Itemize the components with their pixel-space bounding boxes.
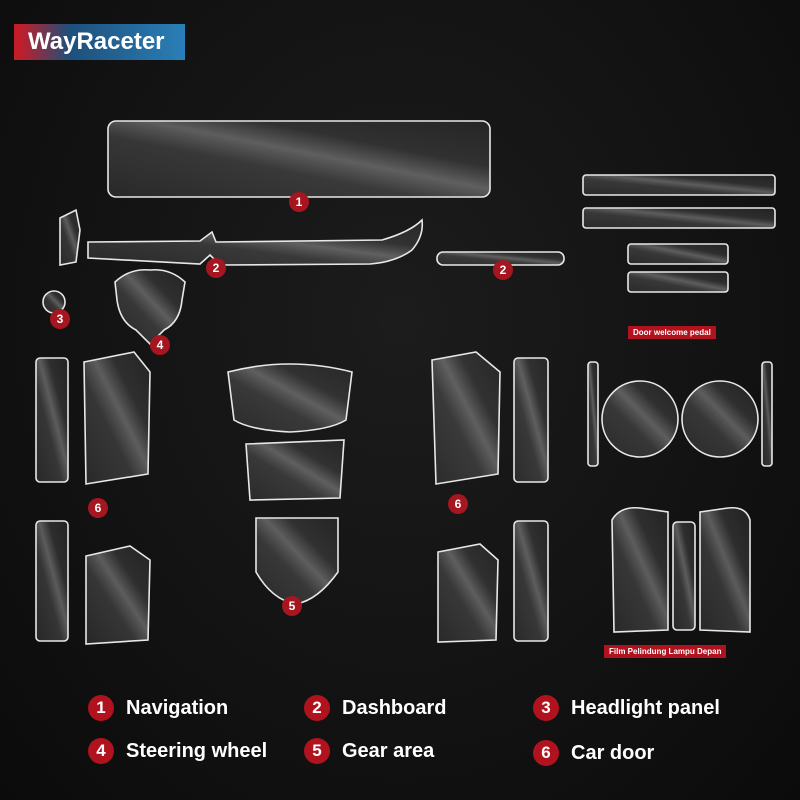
legend-num: 2 <box>304 695 330 721</box>
marker-headlight: 3 <box>50 309 70 329</box>
pedal-film-4 <box>627 271 729 293</box>
legend-num: 5 <box>304 738 330 764</box>
door-film-r2 <box>431 351 501 485</box>
legend-label: Car door <box>571 741 655 764</box>
round-film-bar-l <box>587 361 599 467</box>
door-pedal-tag: Door welcome pedal <box>628 326 716 339</box>
round-film-1 <box>601 380 679 458</box>
marker-door-left: 6 <box>88 498 108 518</box>
door-film-r4 <box>437 543 499 643</box>
round-film-bar-r <box>761 361 773 467</box>
legend-label: Dashboard <box>342 696 447 719</box>
brand-logo: WayRaceter <box>14 24 185 60</box>
steering-film <box>114 268 186 346</box>
pedal-film-3 <box>627 243 729 265</box>
headlight-film-mid <box>672 521 696 631</box>
door-film-l3 <box>35 520 69 642</box>
marker-door-right: 6 <box>448 494 468 514</box>
marker-steering: 4 <box>150 335 170 355</box>
legend-label: Headlight panel <box>571 696 720 719</box>
legend-num: 1 <box>88 695 114 721</box>
headlight-film-l <box>611 506 669 633</box>
door-film-l2 <box>83 351 151 485</box>
console-film-top <box>227 363 353 433</box>
door-film-l4 <box>85 545 151 645</box>
legend-item-dashboard: 2 Dashboard <box>304 695 446 721</box>
legend-item-headlight: 3 Headlight panel <box>533 695 720 721</box>
legend-num: 3 <box>533 695 559 721</box>
legend-num: 4 <box>88 738 114 764</box>
navigation-film <box>107 120 491 198</box>
legend-label: Steering wheel <box>126 739 268 762</box>
pedal-film-1 <box>582 174 776 196</box>
dashboard-film-left <box>59 208 81 266</box>
door-film-l1 <box>35 357 69 483</box>
brand-name: WayRaceter <box>20 24 185 60</box>
pedal-film-2 <box>582 207 776 229</box>
marker-navigation: 1 <box>289 192 309 212</box>
legend-label: Navigation <box>126 696 229 719</box>
round-film-2 <box>681 380 759 458</box>
console-film-mid <box>245 439 345 501</box>
headlight-film-tag: Film Pelindung Lampu Depan <box>604 645 727 658</box>
dashboard-film-center <box>87 218 424 266</box>
legend-item-gear: 5 Gear area <box>304 738 434 764</box>
legend-item-door: 6 Car door <box>533 740 654 766</box>
marker-dashboard: 2 <box>206 258 226 278</box>
legend-num: 6 <box>533 740 559 766</box>
marker-gear: 5 <box>282 596 302 616</box>
legend-label: Gear area <box>342 739 435 762</box>
door-film-r1 <box>513 357 549 483</box>
gear-film <box>255 517 339 605</box>
marker-dashboard-strip: 2 <box>493 260 513 280</box>
door-film-r3 <box>513 520 549 642</box>
headlight-film-r <box>699 506 751 633</box>
legend-item-steering: 4 Steering wheel <box>88 738 267 764</box>
legend-item-navigation: 1 Navigation <box>88 695 228 721</box>
